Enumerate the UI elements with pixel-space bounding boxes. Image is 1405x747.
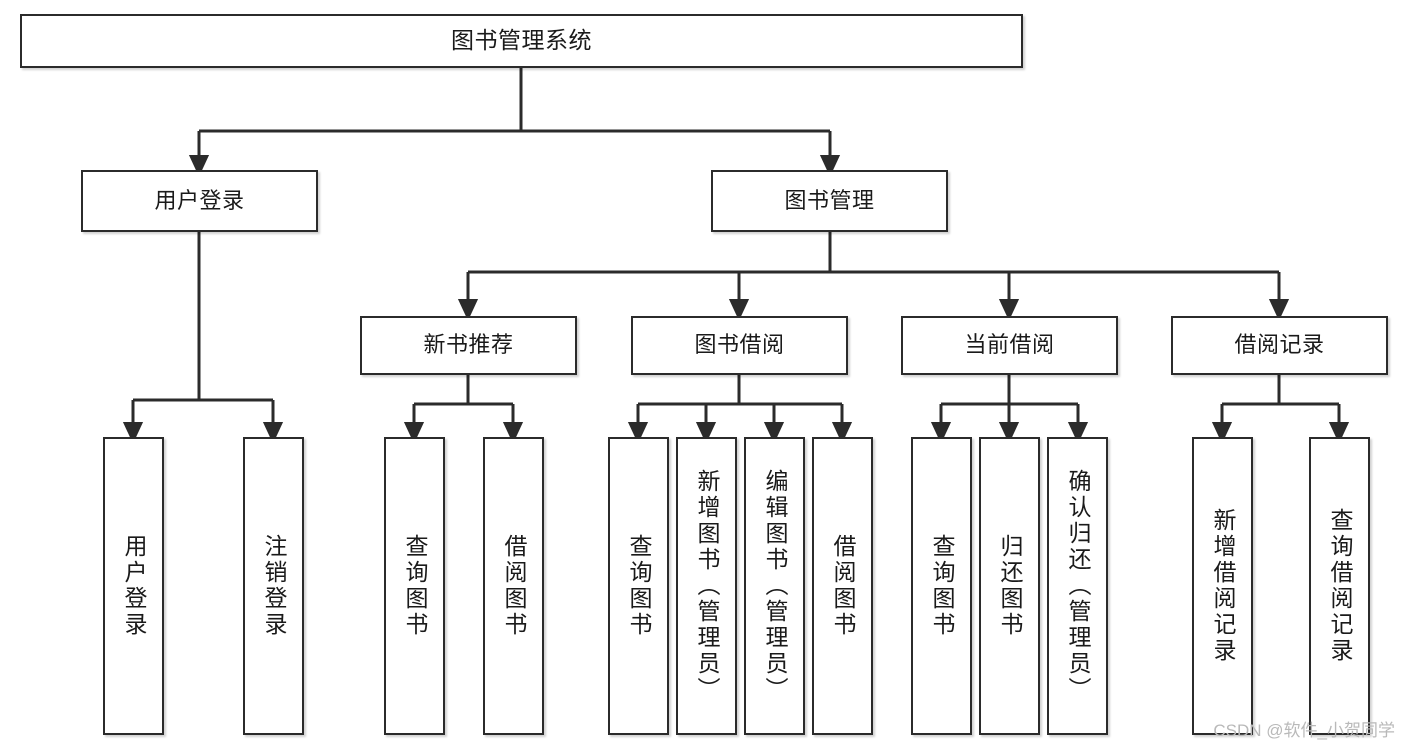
leaf-record-query-record[interactable]: 查询借阅记录	[1309, 437, 1370, 735]
leaf-borrow-borrow-book[interactable]: 借阅图书	[812, 437, 873, 735]
leaf-borrow-add-book-admin-label: 新增图书（管理员）	[694, 469, 720, 703]
leaf-newrec-borrow-book[interactable]: 借阅图书	[483, 437, 544, 735]
node-root[interactable]: 图书管理系统	[20, 14, 1023, 68]
leaf-newrec-query-book[interactable]: 查询图书	[384, 437, 445, 735]
leaf-record-add-record[interactable]: 新增借阅记录	[1192, 437, 1253, 735]
leaf-record-add-record-label: 新增借阅记录	[1210, 508, 1236, 664]
node-borrow-record[interactable]: 借阅记录	[1171, 316, 1388, 375]
node-book-borrow[interactable]: 图书借阅	[631, 316, 848, 375]
leaf-record-query-record-label: 查询借阅记录	[1327, 508, 1353, 664]
leaf-current-return-book-label: 归还图书	[997, 534, 1023, 638]
leaf-borrow-edit-book-admin[interactable]: 编辑图书（管理员）	[744, 437, 805, 735]
leaf-current-return-book[interactable]: 归还图书	[979, 437, 1040, 735]
leaf-newrec-borrow-book-label: 借阅图书	[501, 534, 527, 638]
node-book-management-label: 图书管理	[784, 187, 875, 213]
node-book-borrow-label: 图书借阅	[694, 332, 785, 358]
leaf-current-query-book-label: 查询图书	[929, 534, 955, 638]
leaf-current-confirm-return-admin[interactable]: 确认归还（管理员）	[1047, 437, 1108, 735]
leaf-borrow-borrow-book-label: 借阅图书	[830, 534, 856, 638]
leaf-current-query-book[interactable]: 查询图书	[911, 437, 972, 735]
leaf-newrec-query-book-label: 查询图书	[402, 534, 428, 638]
node-user-login[interactable]: 用户登录	[81, 170, 318, 232]
leaf-user-login-label: 用户登录	[121, 534, 147, 638]
leaf-borrow-query-book-label: 查询图书	[626, 534, 652, 638]
node-current-borrow[interactable]: 当前借阅	[901, 316, 1118, 375]
node-new-book-recommend-label: 新书推荐	[423, 332, 514, 358]
leaf-borrow-query-book[interactable]: 查询图书	[608, 437, 669, 735]
node-root-label: 图书管理系统	[451, 27, 592, 54]
node-current-borrow-label: 当前借阅	[964, 332, 1055, 358]
leaf-user-login[interactable]: 用户登录	[103, 437, 164, 735]
leaf-logout-label: 注销登录	[261, 534, 287, 638]
csdn-watermark: CSDN @软件_小贺同学	[1213, 721, 1395, 740]
node-new-book-recommend[interactable]: 新书推荐	[360, 316, 577, 375]
node-book-management[interactable]: 图书管理	[711, 170, 948, 232]
node-borrow-record-label: 借阅记录	[1234, 332, 1325, 358]
leaf-borrow-edit-book-admin-label: 编辑图书（管理员）	[762, 469, 788, 703]
leaf-logout[interactable]: 注销登录	[243, 437, 304, 735]
leaf-current-confirm-return-admin-label: 确认归还（管理员）	[1065, 469, 1091, 703]
node-user-login-label: 用户登录	[154, 187, 245, 213]
leaf-borrow-add-book-admin[interactable]: 新增图书（管理员）	[676, 437, 737, 735]
